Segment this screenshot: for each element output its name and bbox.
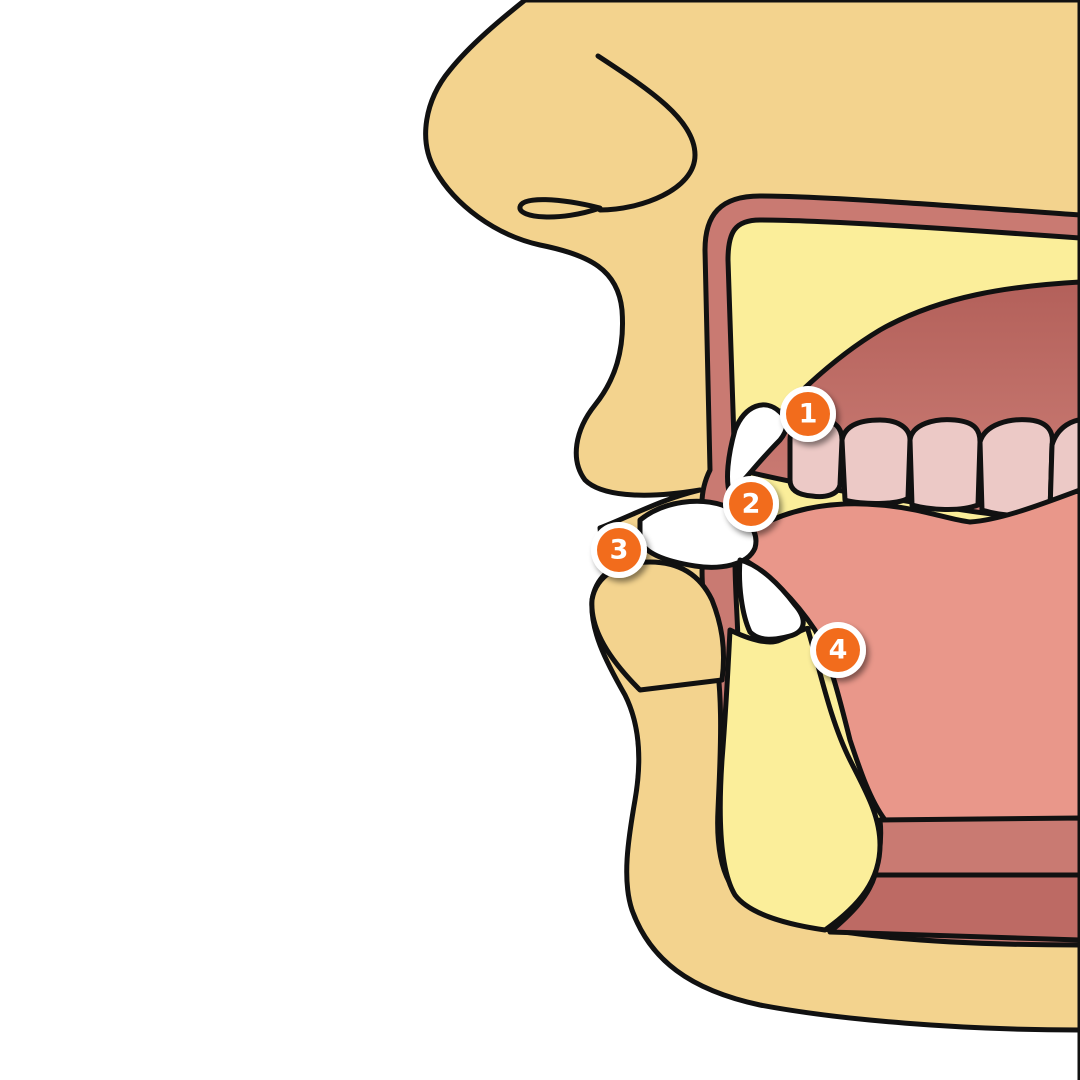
upper-tooth	[907, 417, 983, 513]
marker-circle	[597, 528, 641, 572]
marker-label: 1	[799, 399, 818, 430]
lower-jaw-bone	[717, 625, 883, 933]
upper-tooth	[1047, 417, 1080, 515]
marker-label: 3	[610, 535, 629, 566]
marker-2: 2	[723, 476, 779, 532]
marker-circle	[816, 628, 860, 672]
marker-circle	[786, 392, 830, 436]
upper-tooth	[839, 417, 913, 507]
marker-1: 1	[780, 386, 836, 442]
nostril	[517, 197, 603, 220]
marker-3: 3	[591, 522, 647, 578]
marker-label: 2	[742, 489, 761, 520]
marker-label: 4	[829, 635, 848, 666]
upper-incisor	[725, 402, 790, 498]
tongue	[742, 487, 1080, 823]
marker-4: 4	[810, 622, 866, 678]
nose-crease	[595, 53, 698, 213]
lower-incisor	[737, 557, 806, 642]
marker-circle	[729, 482, 773, 526]
mouth-floor	[872, 815, 1080, 878]
upper-tooth	[977, 417, 1055, 519]
